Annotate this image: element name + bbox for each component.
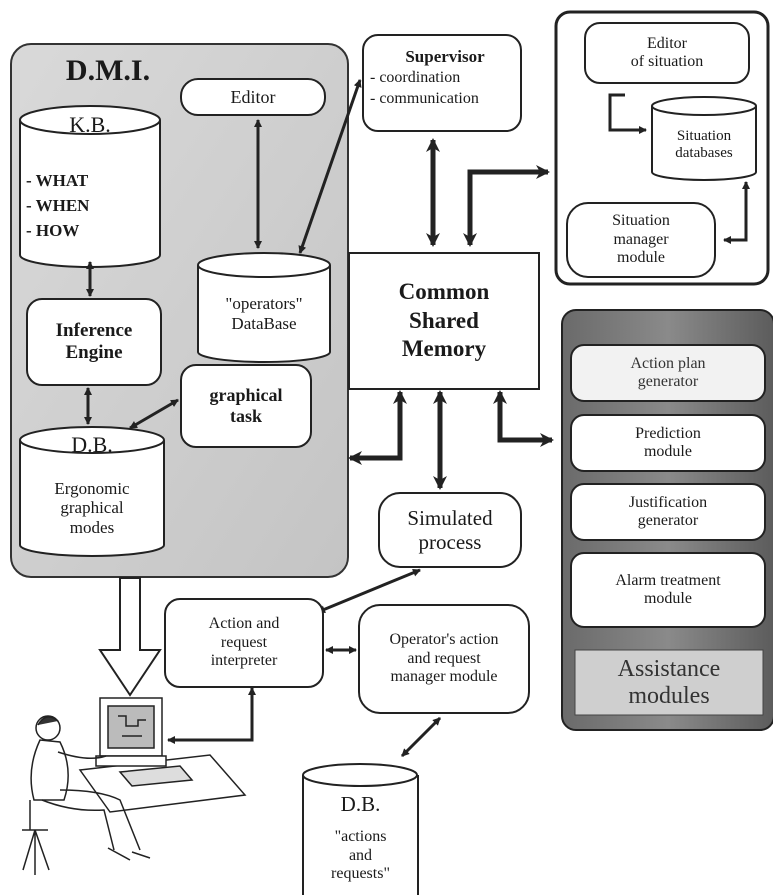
editor-box[interactable]: Editor	[180, 78, 326, 116]
sit-db-manager-arrow	[723, 181, 750, 244]
actions-db-text: "actions and requests"	[331, 828, 390, 883]
memory-situation-arrow	[463, 165, 550, 247]
assistance-module-alarm[interactable]: Alarm treatment module	[570, 552, 766, 628]
operator-manager-label: Operator's action and request manager mo…	[389, 631, 499, 686]
editor-label: Editor	[230, 86, 276, 107]
situation-db-cylinder	[651, 96, 757, 181]
interp-display-arrow	[167, 687, 256, 744]
memory-assistance-arrow	[493, 390, 554, 447]
interpreter-label: Action and request interpreter	[208, 615, 280, 670]
supervisor-item-communication: - communication	[370, 90, 479, 107]
dmi-to-display-arrow	[98, 577, 162, 697]
supervisor-db-arrow	[298, 79, 362, 254]
supervisor-title: Supervisor	[405, 47, 485, 66]
supervisor-item-coordination: - coordination	[370, 69, 461, 86]
kb-item-how: - HOW	[26, 221, 80, 240]
operators-db-cylinder	[197, 252, 331, 363]
assistance-module-justification[interactable]: Justification generator	[570, 483, 766, 541]
db-graphical-arrow	[129, 398, 179, 430]
kb-item-what: - WHAT	[26, 171, 89, 190]
inference-engine-label: Inference Engine	[55, 320, 133, 363]
assistance-modules-label: Assistance modules	[617, 656, 721, 709]
graphical-task-label: graphical task	[209, 385, 283, 426]
kb-title: K.B.	[69, 112, 111, 137]
interpreter-box[interactable]: Action and request interpreter	[164, 598, 324, 688]
operators-db-label: "operators" DataBase	[225, 294, 303, 333]
dmi-db-title: D.B.	[71, 432, 113, 457]
dmi-db-cylinder	[19, 426, 165, 557]
assistance-module-action-plan[interactable]: Action plan generator	[570, 344, 766, 402]
sit-editor-db-arrow	[608, 93, 647, 134]
assistance-label-plate	[574, 649, 764, 716]
graphical-task-box[interactable]: graphical task	[180, 364, 312, 448]
actions-db-title: D.B.	[340, 791, 381, 816]
inference-engine-box[interactable]: Inference Engine	[26, 298, 162, 386]
dmi-title: D.M.I.	[65, 54, 151, 87]
situation-manager-label: Situation manager module	[612, 212, 670, 267]
situation-manager-box[interactable]: Situation manager module	[566, 202, 716, 278]
operator-at-workstation-icon	[22, 697, 247, 875]
common-shared-memory-label: Common Shared Memory	[398, 278, 490, 362]
operator-manager-box[interactable]: Operator's action and request manager mo…	[358, 604, 530, 714]
simulated-process-label: Simulated process	[407, 505, 493, 554]
sim-interp-arrow	[317, 568, 421, 614]
memory-dmi-arrow	[348, 390, 407, 465]
kb-items: - WHAT - WHEN - HOW	[26, 168, 156, 243]
kb-item-when: - WHEN	[26, 196, 90, 215]
manager-actionsdb-arrow	[400, 716, 442, 758]
dmi-db-text: Ergonomic graphical modes	[54, 478, 130, 537]
assistance-module-prediction[interactable]: Prediction module	[570, 414, 766, 472]
situation-databases-label: Situation databases	[675, 127, 733, 161]
supervisor-box[interactable]: Supervisor - coordination - communicatio…	[362, 34, 522, 132]
simulated-process-box[interactable]: Simulated process	[378, 492, 522, 568]
situation-editor-box[interactable]: Editor of situation	[584, 22, 750, 84]
kb-cylinder	[19, 105, 161, 268]
actions-db-cylinder	[302, 763, 419, 895]
common-shared-memory-box[interactable]: Common Shared Memory	[348, 252, 540, 390]
situation-editor-label: Editor of situation	[630, 34, 704, 70]
